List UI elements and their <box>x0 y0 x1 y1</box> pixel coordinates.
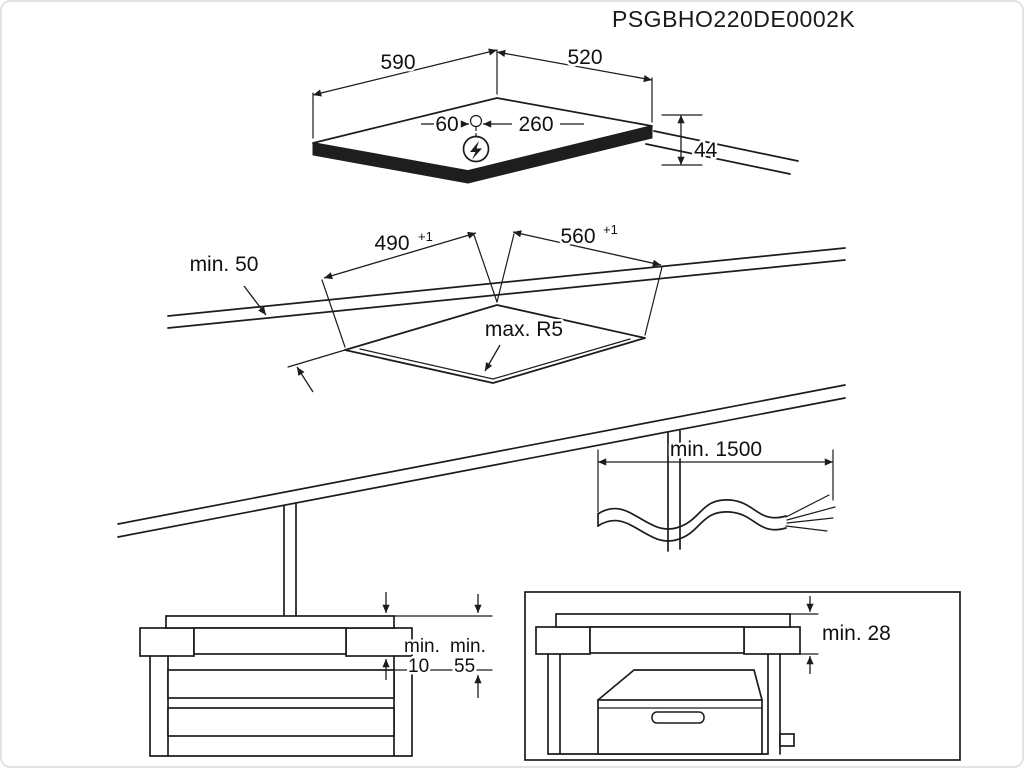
dim-clearance-label: min. 50 <box>190 253 259 276</box>
hob-isometric-view: 590 520 60 260 44 <box>312 44 799 184</box>
oven-front <box>597 699 763 755</box>
worktop-edge-line <box>645 143 791 175</box>
worktop-cutout-view: min. 50 490 +1 560 +1 max. R5 <box>117 220 846 625</box>
clearance-arrow <box>296 366 314 393</box>
dim-line-depth <box>496 49 653 83</box>
dim-oven-clearance-label: min. 28 <box>822 622 891 645</box>
model-number: PSGBHO220DE0002K <box>612 6 855 32</box>
dim-cutout-depth-label: 490 <box>374 232 409 255</box>
dim-cable-offset-left-label: 60 <box>435 113 458 136</box>
cable-wire-strand <box>786 506 836 521</box>
worktop-cross-section <box>139 627 195 657</box>
cable-wire-strand <box>785 525 828 532</box>
hob-glass-section <box>165 615 395 629</box>
dim-gap2-min-label: min. <box>450 636 486 657</box>
dim-gap1-value: 10 <box>408 656 429 677</box>
corner-radius-arrow <box>484 344 501 372</box>
clearance-arrow <box>243 285 267 316</box>
oven-section-view: min. 28 <box>524 591 961 761</box>
worktop-rear-edge-line <box>167 259 846 329</box>
dim-cutout-width-tolerance: +1 <box>603 222 618 237</box>
drawer-section-view: min. 10 min. 55 <box>139 592 493 757</box>
worktop-rear-edge-line <box>167 247 846 317</box>
electrical-connection-circle <box>462 135 490 163</box>
dim-cable-offset-right-label: 260 <box>518 113 553 136</box>
mounting-bracket <box>779 733 795 747</box>
drawer-front <box>167 669 395 699</box>
power-cable-illustration <box>597 511 787 542</box>
dim-line-width <box>312 48 498 97</box>
cable-wire-strand <box>785 494 830 518</box>
oven-top <box>597 669 763 701</box>
dim-width-label: 590 <box>380 51 415 74</box>
power-cable-view: min. 1500 <box>597 436 836 542</box>
dim-depth-label: 520 <box>567 46 602 69</box>
dim-line-cutout-depth <box>323 231 477 280</box>
power-cable-illustration <box>597 499 787 530</box>
cutout-inner-wall <box>359 338 631 380</box>
drawer-front <box>167 707 395 737</box>
hob-body-section <box>193 627 347 655</box>
dim-thickness-label: 44 <box>694 139 718 162</box>
oven-handle <box>651 711 705 724</box>
hob-glass-section <box>555 613 791 628</box>
hob-body-section <box>589 626 745 654</box>
cabinet-front-rail <box>117 397 846 538</box>
dim-line-cutout-width <box>512 230 662 267</box>
dim-cutout-depth-tolerance: +1 <box>418 229 433 244</box>
hob-side-right <box>467 125 653 184</box>
cutout-opening <box>344 304 646 384</box>
cable-wire-strand <box>786 517 834 524</box>
worktop-edge-line <box>653 130 799 162</box>
dim-corner-radius-label: max. R5 <box>485 318 563 341</box>
dim-gap1-min-label: min. <box>404 636 440 657</box>
worktop-cross-section <box>535 626 591 655</box>
dim-cable-length-label: min. 1500 <box>670 438 762 461</box>
cabinet-front-rail <box>117 384 846 525</box>
dim-gap2-value: 55 <box>454 656 475 677</box>
dim-cutout-width-label: 560 <box>560 225 595 248</box>
worktop-cross-section <box>743 626 801 655</box>
worktop-cross-section <box>345 627 413 657</box>
lightning-bolt-icon <box>470 141 482 160</box>
